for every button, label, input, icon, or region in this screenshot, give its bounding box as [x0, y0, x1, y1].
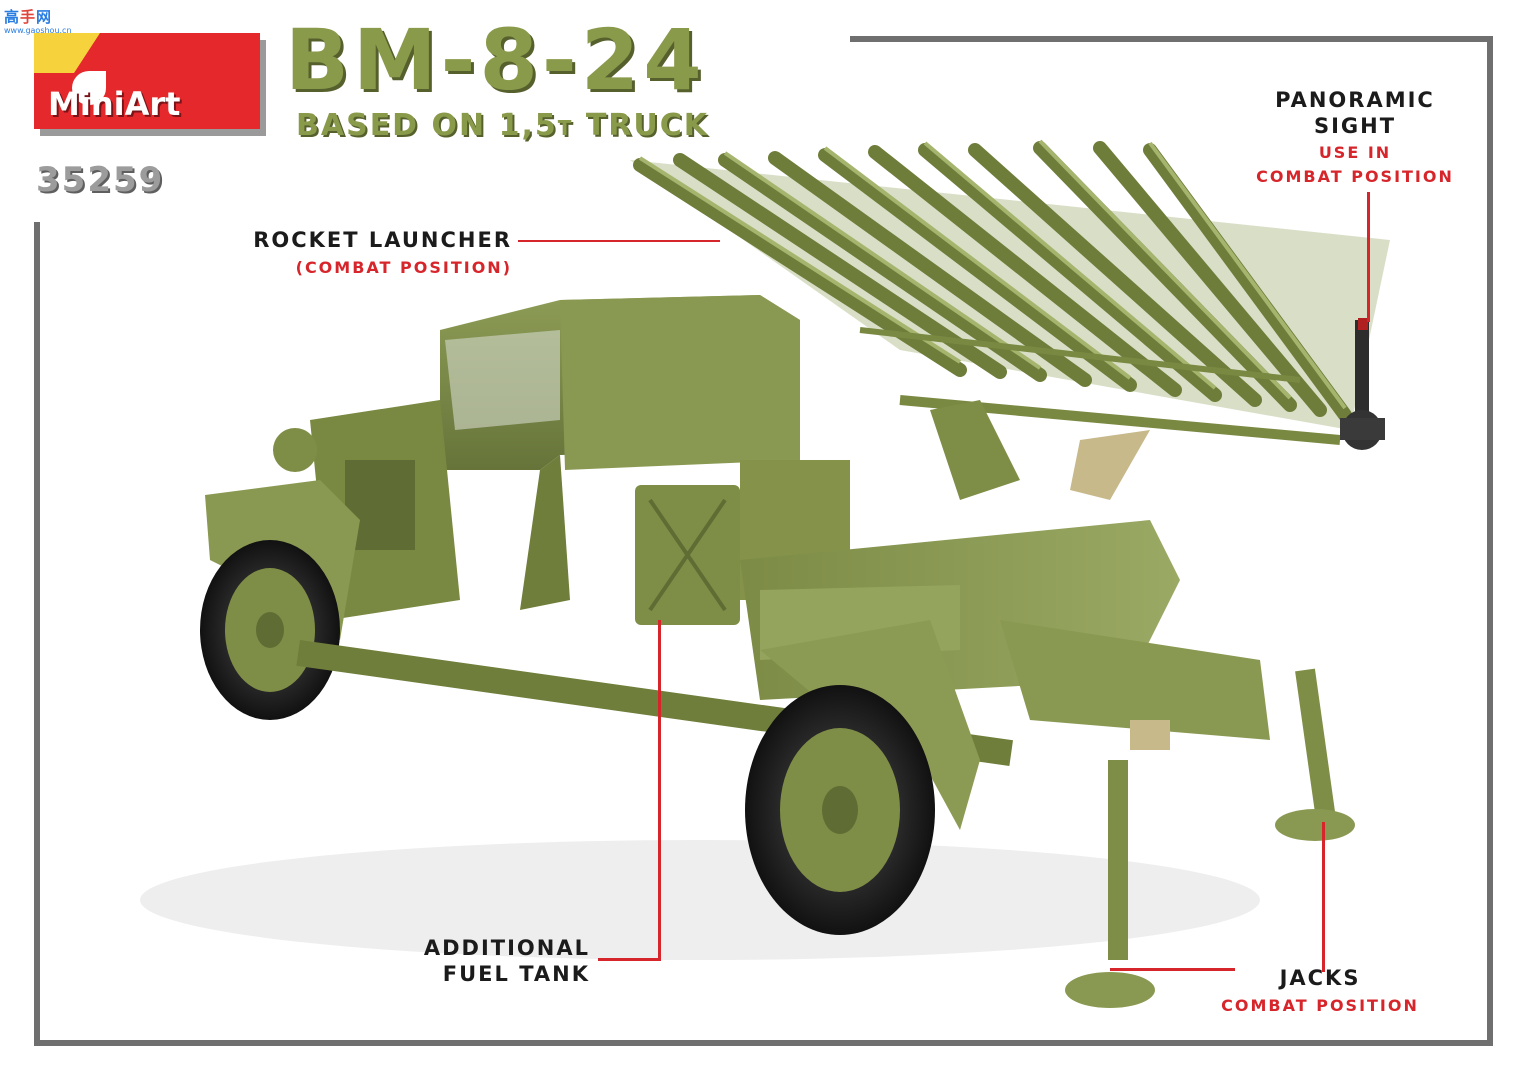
- subtitle-end: TRUCK: [573, 108, 710, 143]
- watermark-char-2: 手: [20, 8, 37, 26]
- jacks-note: COMBAT POSITION: [1221, 996, 1419, 1015]
- jacks-leader-h: [1110, 968, 1235, 971]
- frame-top-line: [850, 36, 1493, 42]
- rocket-label: ROCKET LAUNCHER: [253, 228, 512, 252]
- rear-body: [740, 520, 1270, 830]
- rocket-note: (COMBAT POSITION): [295, 258, 512, 277]
- subtitle-unit: T: [557, 116, 574, 140]
- fuel-leader-h: [598, 958, 661, 961]
- frame-right-line: [1487, 36, 1493, 1046]
- watermark-url: www.gaoshou.cn: [4, 26, 72, 35]
- frame-left-line: [34, 222, 40, 1046]
- front-wheel: [200, 540, 340, 720]
- subtitle-text: BASED ON 1,5: [296, 108, 558, 143]
- fuel-label-1: ADDITIONAL: [423, 936, 590, 960]
- fuel-label-2: FUEL TANK: [442, 962, 590, 986]
- logo-yellow-wedge: [74, 33, 100, 73]
- panoramic-note-1: USE IN: [1318, 143, 1392, 162]
- jacks: [1065, 668, 1355, 1008]
- fuel-tank: [635, 485, 740, 625]
- truck-cab: [205, 295, 800, 640]
- rear-wheel: [745, 685, 935, 935]
- product-title: BM-8-24: [285, 11, 706, 109]
- logo-white-shape: [72, 71, 106, 105]
- rocket-leader: [518, 240, 720, 242]
- product-code: 35259: [36, 160, 165, 200]
- product-subtitle: BASED ON 1,5T TRUCK: [296, 108, 709, 143]
- rocket-launcher: [630, 139, 1390, 500]
- brand-logo: MiniArt: [34, 33, 260, 129]
- panoramic-note-2: COMBAT POSITION: [1256, 167, 1454, 186]
- brand-name: MiniArt: [48, 85, 181, 123]
- ground-shadow: [140, 840, 1260, 960]
- jacks-label: JACKS: [1279, 966, 1361, 990]
- frame-bottom-line: [34, 1040, 1493, 1046]
- site-watermark: 高手网 www.gaoshou.cn: [2, 4, 72, 35]
- watermark-char-1: 高: [4, 8, 21, 26]
- watermark-char-3: 网: [36, 8, 53, 26]
- panoramic-label-2: SIGHT: [1313, 114, 1397, 138]
- fuel-leader-v: [658, 620, 661, 960]
- jacks-leader-v: [1322, 822, 1325, 972]
- panoramic-label-1: PANORAMIC: [1275, 88, 1435, 112]
- panoramic-sight: [1340, 318, 1385, 450]
- logo-yellow-corner: [34, 33, 74, 73]
- panoramic-leader: [1367, 192, 1370, 322]
